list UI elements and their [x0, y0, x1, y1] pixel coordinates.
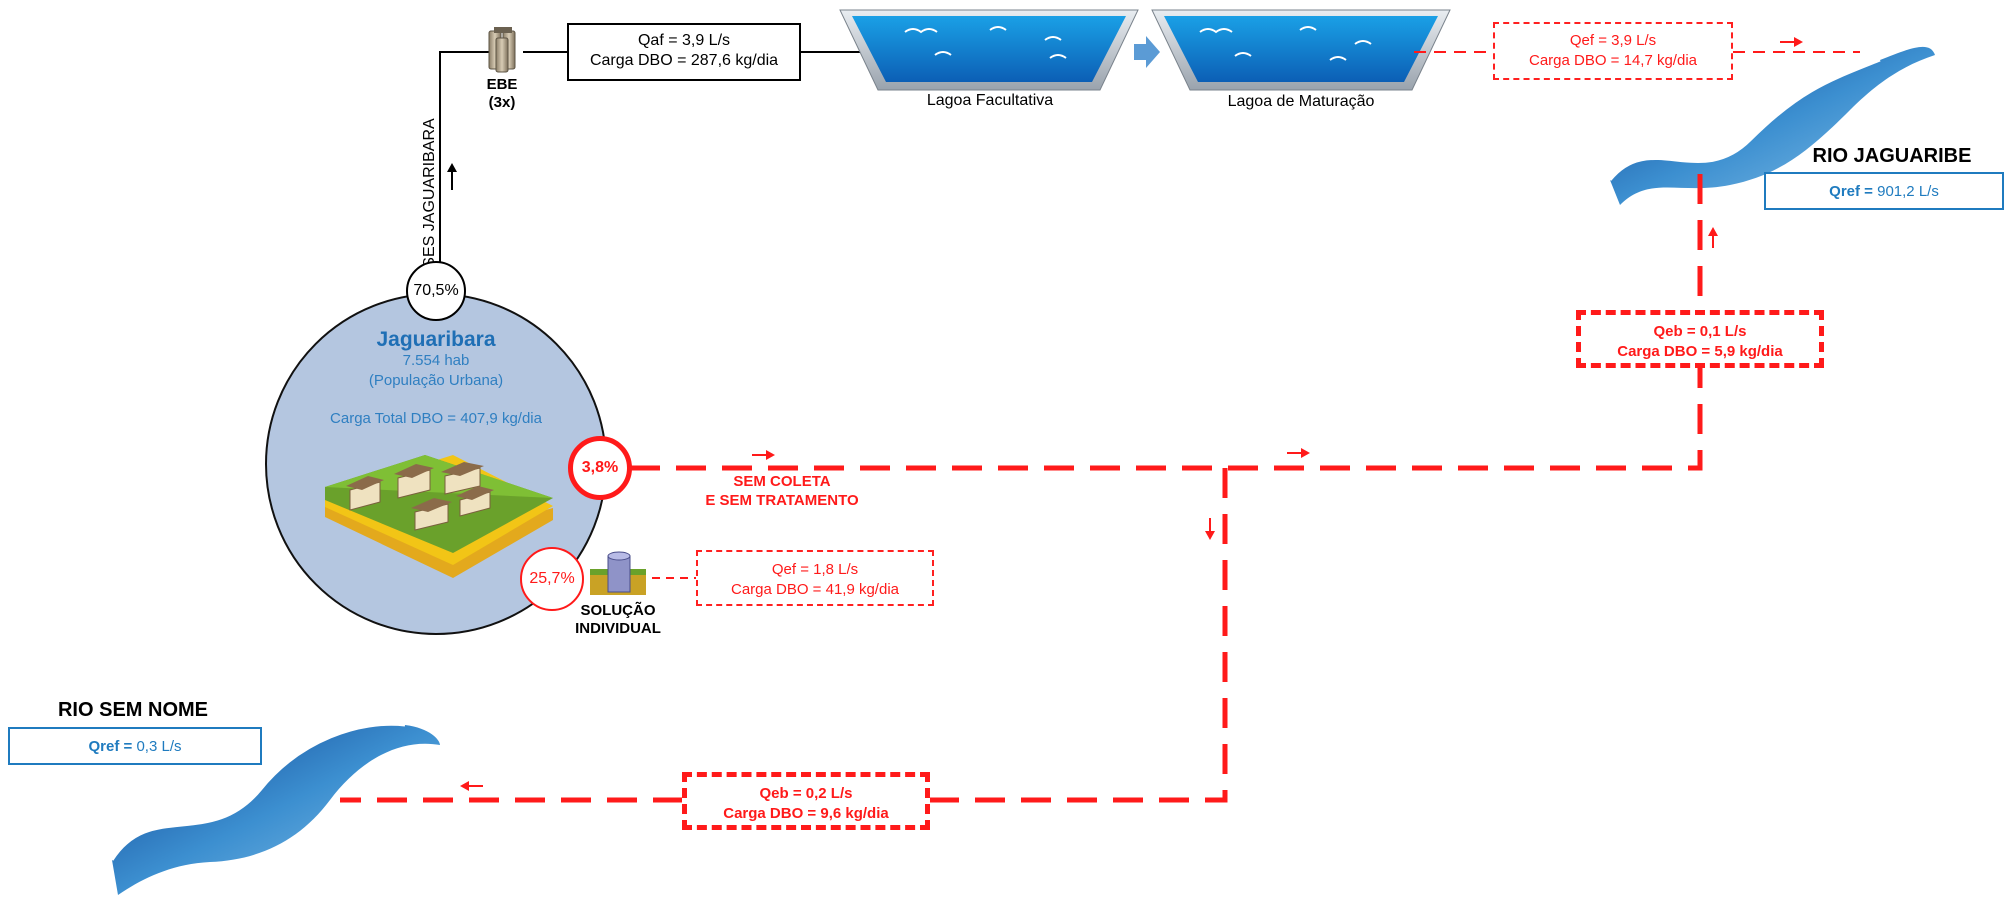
river-sem-nome-flow-label: Qref =: [88, 738, 133, 755]
affluent-box: Qaf = 3,9 L/s Carga DBO = 287,6 kg/dia: [567, 23, 801, 81]
ses-pipe-label: SES JAGUARIBARA: [421, 118, 438, 268]
pond-icon: [1151, 9, 1451, 91]
flow-arrow-icon: [1134, 36, 1160, 68]
pump-station-icon: [488, 27, 516, 73]
septic-tank-icon: [590, 551, 646, 595]
river-jaguaribe-name: RIO JAGUARIBE: [1812, 145, 1972, 167]
branch-sem-nome-box: Qeb = 0,2 L/s Carga DBO = 9,6 kg/dia: [682, 772, 930, 830]
branch-sem-nome-flow: Qeb = 0,2 L/s: [759, 785, 853, 802]
river-sem-nome-flow-box: Qref = 0,3 L/s: [8, 727, 262, 765]
individual-flow: Qef = 1,8 L/s: [771, 561, 859, 578]
individual-solution-box: Qef = 1,8 L/s Carga DBO = 41,9 kg/dia: [696, 550, 934, 606]
no-collection-percent-circle: 3,8%: [568, 436, 632, 500]
branch-jaguaribe-flow: Qeb = 0,1 L/s: [1653, 323, 1747, 340]
houses-icon: [325, 455, 553, 578]
river-jaguaribe-flow-label: Qref =: [1829, 183, 1873, 200]
branch-jaguaribe-box: Qeb = 0,1 L/s Carga DBO = 5,9 kg/dia: [1576, 310, 1824, 368]
city-name: Jaguaribara: [376, 328, 496, 351]
affluent-flow: Qaf = 3,9 L/s: [637, 32, 731, 49]
river-jaguaribe-flow-value: 901,2 L/s: [1877, 183, 1939, 200]
ses-pipe-line: [439, 51, 862, 262]
river-icon: [110, 722, 440, 895]
river-icon: [1608, 46, 1935, 205]
city-population: 7.554 hab: [402, 352, 470, 369]
untreated-sewage-line: [340, 160, 1703, 803]
river-jaguaribe-flow-box: Qref = 901,2 L/s: [1764, 172, 2004, 210]
no-collection-percent: 3,8%: [581, 459, 619, 476]
effluent-box: Qef = 3,9 L/s Carga DBO = 14,7 kg/dia: [1493, 22, 1733, 80]
flow-arrow-icon: [447, 163, 457, 190]
collected-percent-circle: 70,5%: [406, 261, 466, 321]
city-total-load: Carga Total DBO = 407,9 kg/dia: [330, 410, 542, 427]
pump-station-label: EBE (3x): [486, 76, 518, 111]
pond-2-label: Lagoa de Maturação: [1227, 93, 1375, 110]
flow-arrow-icon: [460, 781, 483, 791]
individual-percent: 25,7%: [529, 570, 575, 587]
affluent-load: Carga DBO = 287,6 kg/dia: [589, 52, 779, 69]
flow-arrow-icon: [752, 450, 775, 460]
pond-1-label: Lagoa Facultativa: [926, 92, 1054, 109]
river-sem-nome-flow-value: 0,3 L/s: [136, 738, 182, 755]
individual-solution-label: SOLUÇÃO INDIVIDUAL: [575, 602, 661, 637]
no-collection-label: SEM COLETA E SEM TRATAMENTO: [705, 473, 859, 509]
pond-icon: [839, 9, 1139, 91]
river-sem-nome-name: RIO SEM NOME: [57, 699, 208, 721]
flow-arrow-icon: [1708, 227, 1718, 248]
collected-percent: 70,5%: [413, 282, 459, 299]
individual-percent-circle: 25,7%: [520, 547, 584, 611]
individual-load: Carga DBO = 41,9 kg/dia: [730, 581, 899, 598]
flow-arrow-icon: [1287, 448, 1310, 458]
branch-sem-nome-load: Carga DBO = 9,6 kg/dia: [723, 805, 889, 822]
flow-arrow-icon: [1780, 37, 1803, 47]
effluent-load: Carga DBO = 14,7 kg/dia: [1528, 52, 1697, 69]
city-population-type: (População Urbana): [368, 372, 504, 389]
branch-jaguaribe-load: Carga DBO = 5,9 kg/dia: [1617, 343, 1783, 360]
effluent-flow: Qef = 3,9 L/s: [1569, 32, 1657, 49]
flow-arrow-icon: [1205, 518, 1215, 540]
